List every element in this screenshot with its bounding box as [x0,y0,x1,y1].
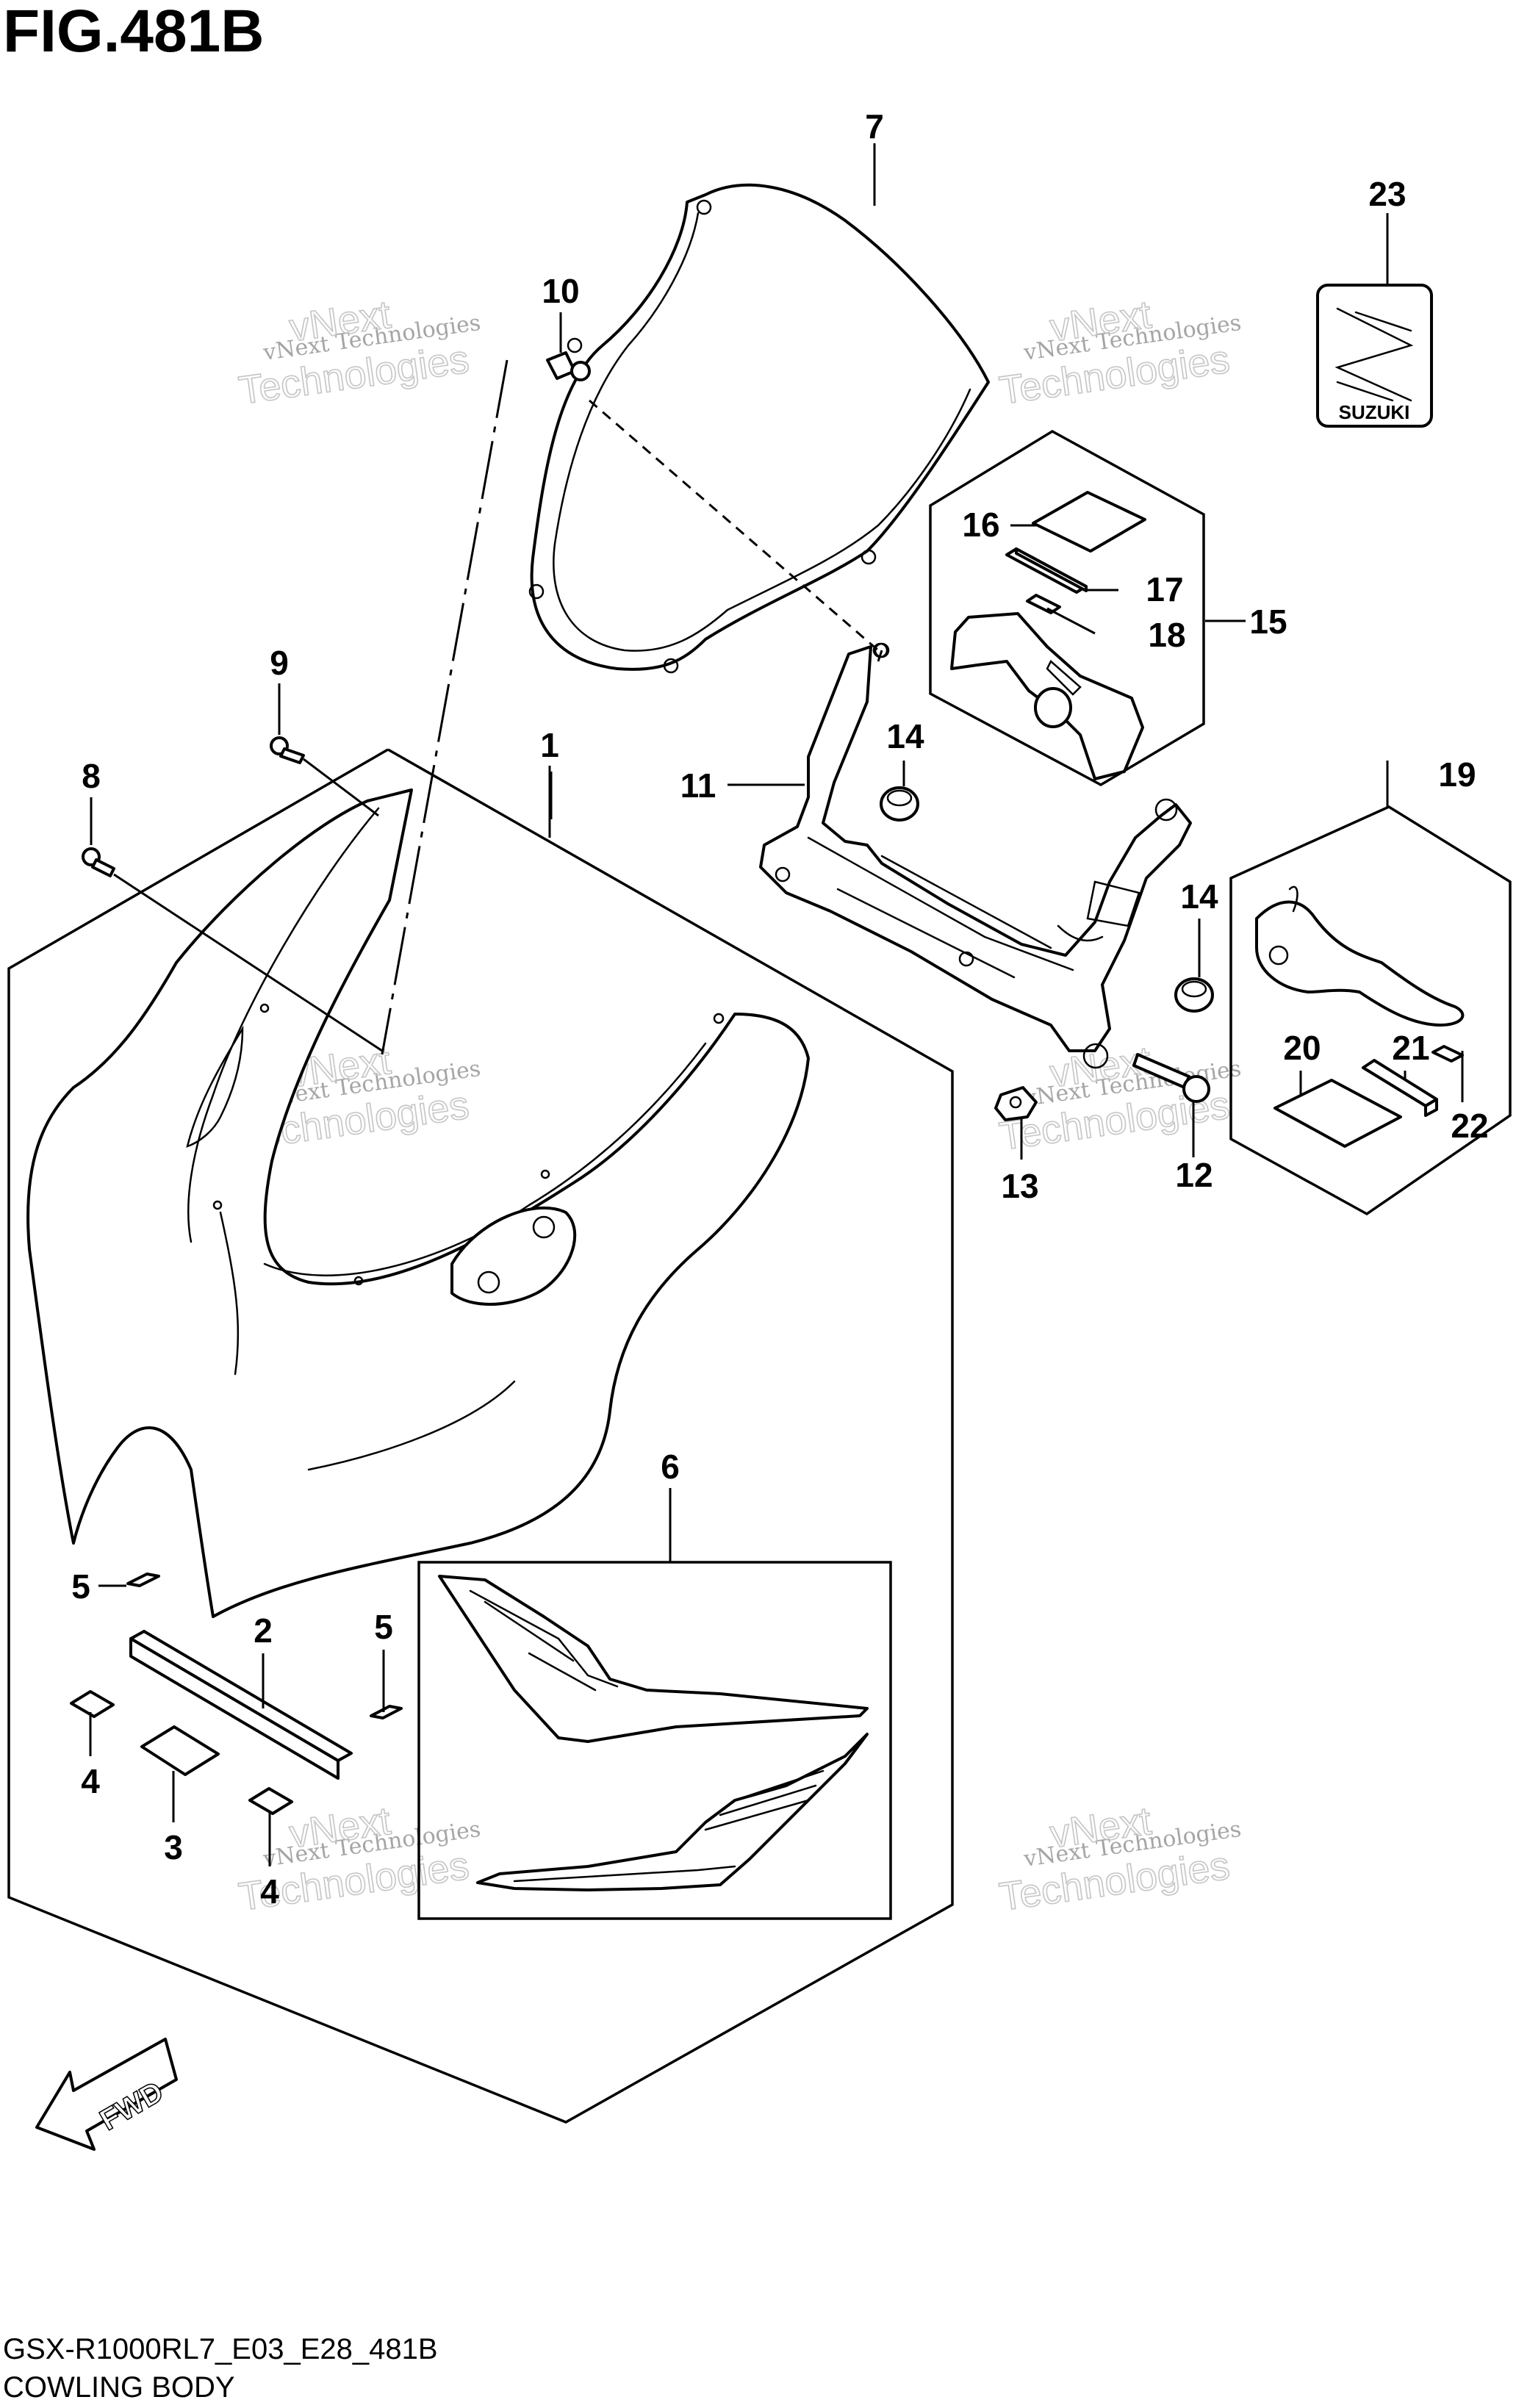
callout-1: 1 [540,726,559,764]
clip-part-5-left[interactable] [126,1573,160,1587]
callout-16: 16 [962,506,999,544]
callout-6: 6 [661,1448,680,1486]
callout-20: 20 [1283,1029,1321,1067]
screw-part-10[interactable] [546,351,591,381]
callout-14: 14 [886,717,924,755]
side-cover-lower[interactable] [476,1733,869,1891]
callout-22: 22 [1451,1107,1488,1145]
callout-10: 10 [542,272,579,310]
kit-box-part-19 [1229,805,1512,1216]
cushion-part-2[interactable] [129,1630,353,1780]
pad-part-3[interactable] [140,1725,220,1776]
pad-part-4-left[interactable] [70,1690,115,1718]
callout-23: 23 [1368,175,1406,213]
kit-part-16-pad[interactable] [1032,491,1146,553]
screw-part-8[interactable] [82,847,115,877]
callout-12: 12 [1175,1156,1213,1194]
callout-11: 11 [680,766,716,805]
callout-4: 4 [260,1872,279,1911]
section-name: COWLING BODY [3,2371,235,2404]
upper-cowling[interactable] [26,788,810,1618]
callout-15: 15 [1249,603,1287,641]
bolt-part-12[interactable] [1132,1053,1210,1103]
screw-part-9[interactable] [270,736,305,764]
pad-part-4-right[interactable] [248,1787,293,1815]
side-cover-upper[interactable] [438,1575,869,1743]
callout-21: 21 [1392,1029,1429,1067]
suzuki-emblem-part-23[interactable]: SUZUKI [1316,284,1433,428]
callout-numbers: 7 10 23 16 17 18 15 9 1 14 11 8 19 14 20… [71,107,1488,1911]
clip-part-5-right[interactable] [370,1705,403,1719]
callout-18: 18 [1148,616,1185,654]
callout-8: 8 [82,757,101,795]
leader-lines [89,143,1464,1866]
callout-2: 2 [254,1611,273,1650]
callout-5: 5 [374,1608,393,1646]
callout-19: 19 [1438,755,1476,794]
kit-part-19-bracket[interactable] [1255,885,1465,1027]
assembly-outline-part-6 [417,1561,892,1920]
nut-part-13[interactable] [994,1086,1038,1121]
kit-part-17-strip[interactable] [1005,547,1088,594]
assembly-outline-part-1 [7,748,954,2124]
callout-3: 3 [164,1828,183,1866]
grommet-part-14-lower[interactable] [1174,977,1214,1013]
callout-14: 14 [1180,877,1218,916]
windscreen[interactable] [528,183,990,674]
kit-part-15-bracket[interactable] [950,612,1144,780]
callout-4: 4 [81,1762,100,1800]
callout-13: 13 [1001,1167,1038,1205]
kit-part-20-pad[interactable] [1273,1079,1402,1148]
kit-part-21-strip[interactable] [1362,1059,1438,1117]
emblem-text: SUZUKI [1339,401,1410,423]
figure-title: FIG.481B [3,0,264,65]
kit-part-22-strip[interactable] [1431,1045,1464,1063]
callout-5: 5 [71,1567,90,1606]
kit-box-part-15 [929,429,1205,787]
callout-17: 17 [1146,570,1183,608]
kit-part-18-strip[interactable] [1026,594,1061,614]
callout-9: 9 [270,644,289,682]
forward-direction-arrow: FWD [35,2038,178,2151]
callout-7: 7 [865,107,884,145]
model-code: GSX-R1000RL7_E03_E28_481B [3,2333,438,2365]
meter-bracket[interactable] [759,642,1192,1069]
grommet-part-14-upper[interactable] [880,786,919,822]
